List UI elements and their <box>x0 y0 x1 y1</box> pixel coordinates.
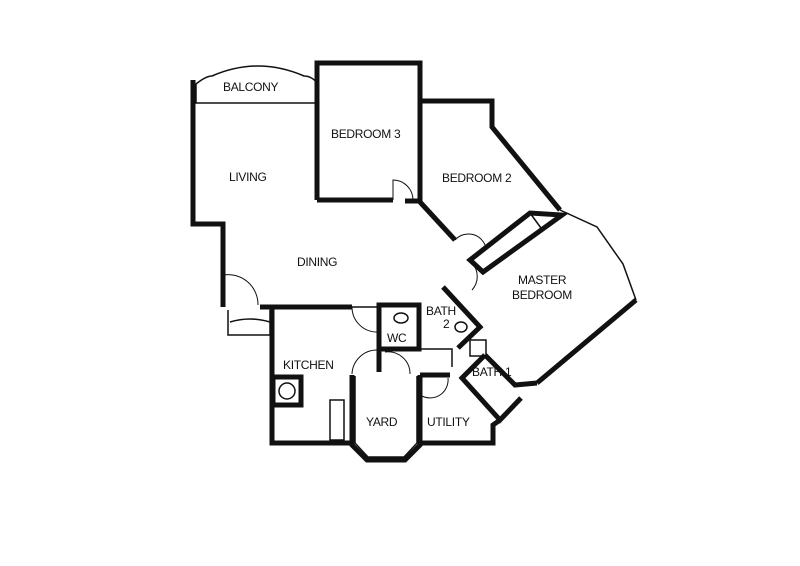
room-label-utility: UTILITY <box>427 415 470 429</box>
room-label-wc: WC <box>387 331 407 345</box>
room-label-bedroom3: BEDROOM 3 <box>331 127 401 141</box>
room-label-dining: DINING <box>297 255 337 269</box>
room-label-master-2: BEDROOM <box>512 288 572 302</box>
doors <box>222 179 487 399</box>
room-labels: BALCONY BEDROOM 3 LIVING BEDROOM 2 DININ… <box>223 80 573 429</box>
room-label-master-1: MASTER <box>518 273 567 287</box>
room-label-kitchen: KITCHEN <box>283 358 334 372</box>
room-label-bath2-2: 2 <box>443 317 450 331</box>
room-label-bath2-1: BATH <box>426 304 456 318</box>
room-label-bath1: BATH 1 <box>472 365 512 379</box>
walls <box>190 60 638 463</box>
room-label-living: LIVING <box>229 170 267 184</box>
room-label-yard: YARD <box>366 415 398 429</box>
room-label-balcony: BALCONY <box>223 80 279 94</box>
room-label-bedroom2: BEDROOM 2 <box>442 171 512 185</box>
